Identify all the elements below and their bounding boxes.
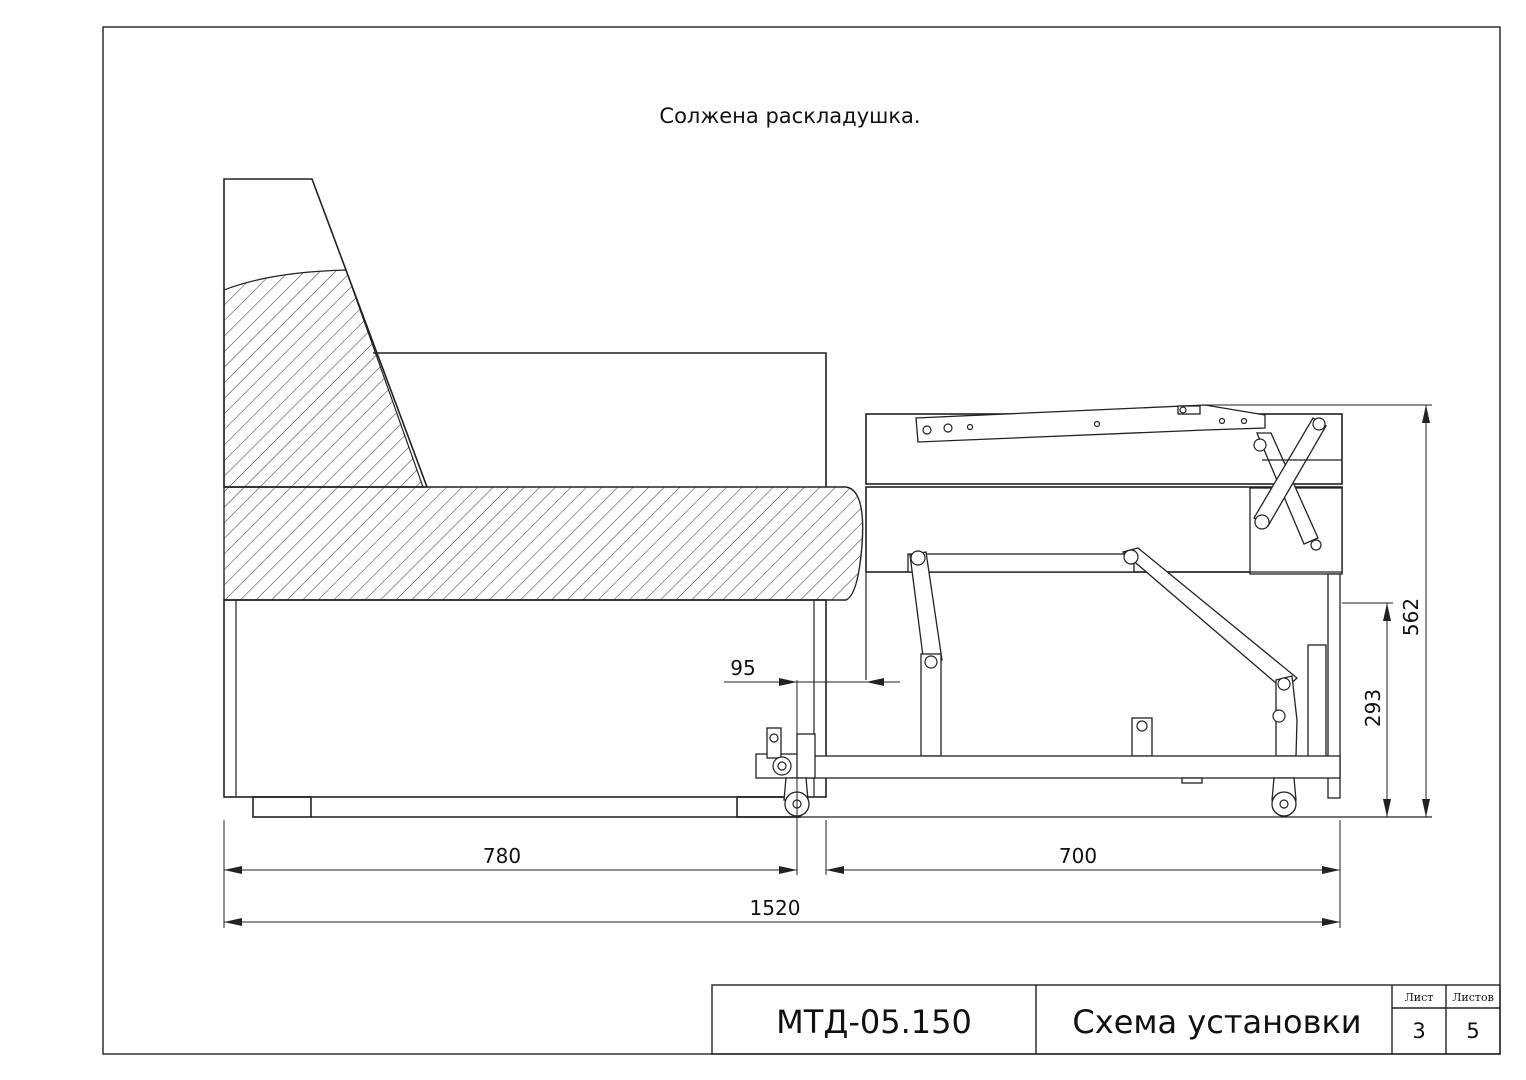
sofa (223, 178, 864, 818)
pivot-hole (922, 425, 932, 435)
arrow (1422, 799, 1430, 817)
arrow (779, 866, 797, 874)
seat-cushion-hatch (223, 486, 864, 601)
dim-293-label: 293 (1361, 689, 1385, 727)
pivot-hole (924, 655, 938, 669)
top-link-bar (915, 404, 1266, 443)
arrow (826, 866, 844, 874)
arrow (224, 866, 242, 874)
pivot-hole (1179, 406, 1187, 414)
arrow (1322, 918, 1340, 926)
wheel-hub (1279, 799, 1289, 809)
sofa-foot-left (252, 796, 312, 818)
pivot-hole (777, 761, 787, 771)
front-latch-block (796, 733, 816, 779)
pivot-hole (943, 423, 953, 433)
bottom-rail-tab (1181, 777, 1203, 784)
pivot-hole (1093, 420, 1101, 428)
mid-rail (907, 553, 1135, 573)
arrow (1322, 866, 1340, 874)
drawing-code: МТД-05.150 (776, 1003, 972, 1041)
sheets-count: 5 (1466, 1019, 1479, 1043)
drawing-caption: Солжена раскладушка. (659, 104, 920, 128)
dim-780-label: 780 (483, 844, 521, 868)
front-latch-arm (766, 727, 782, 759)
title-block-frame (711, 984, 1501, 1055)
pivot-hole (1136, 720, 1148, 732)
sheet-label: Лист (1405, 991, 1434, 1004)
sheets-label: Листов (1452, 991, 1494, 1004)
sheet-number: 3 (1412, 1019, 1425, 1043)
bottom-rail (799, 755, 1341, 779)
backrest-cushion-hatch (223, 269, 424, 488)
title-block: МТД-05.150 Схема установки Лист Листов 3… (711, 984, 1501, 1055)
pivot-hole (1253, 438, 1267, 452)
pivot-hole (966, 423, 974, 431)
arrow (224, 918, 242, 926)
drawing-name: Схема установки (1072, 1003, 1361, 1041)
rear-bracket (1307, 644, 1327, 758)
sofa-base (223, 599, 827, 798)
pivot-hole (1218, 417, 1226, 425)
dimensions: 95 780 700 1520 562 293 (223, 404, 1432, 928)
pivot-hole (769, 733, 779, 743)
folding-bed (755, 404, 1432, 818)
dim-1520-label: 1520 (750, 896, 801, 920)
top-bracket (1177, 405, 1201, 415)
rear-post (1327, 573, 1341, 799)
pivot-hole (910, 550, 926, 566)
diagonal-brace (1121, 547, 1298, 691)
back-pillow (373, 352, 827, 487)
pivot-hole (1312, 417, 1326, 431)
right-leg (1275, 675, 1298, 757)
pivot-hole (1254, 514, 1270, 530)
pivot-hole (1310, 539, 1322, 551)
arrow (779, 678, 797, 686)
dim-700-label: 700 (1059, 844, 1097, 868)
arrow (1422, 405, 1430, 423)
pivot-hole (1272, 709, 1286, 723)
arrow (1383, 603, 1391, 621)
arrow (866, 678, 884, 686)
pivot-hole (1240, 417, 1248, 425)
pivot-hole (1277, 677, 1291, 691)
dim-562-label: 562 (1399, 598, 1423, 636)
arrow (1383, 799, 1391, 817)
pivot-hole (1123, 549, 1139, 565)
dim-95-label: 95 (730, 656, 755, 680)
left-leg-lower (920, 653, 942, 757)
